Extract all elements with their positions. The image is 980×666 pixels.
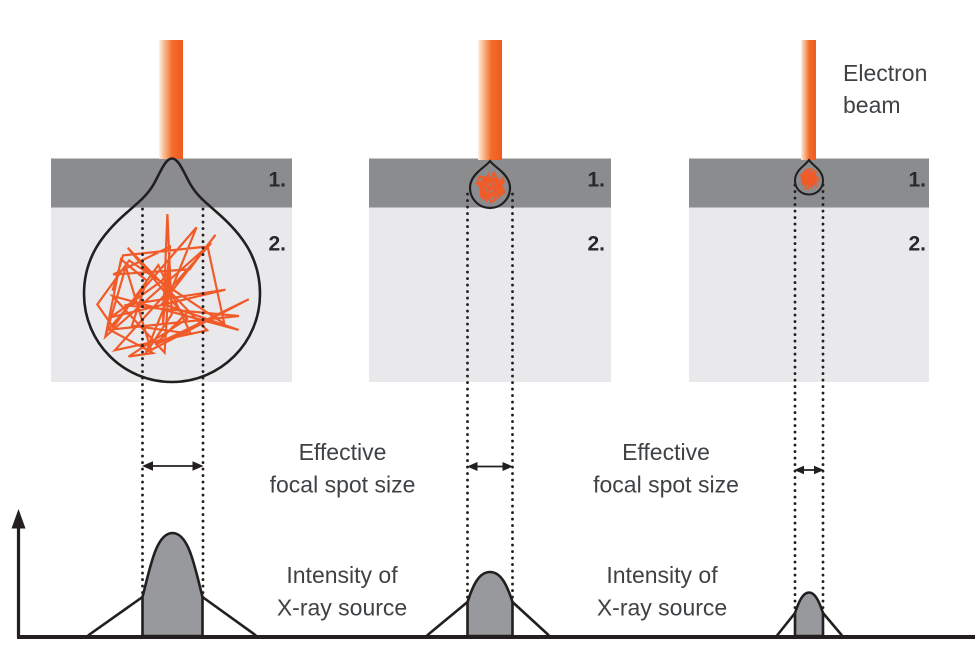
focal-spot-arrow-3 — [794, 465, 824, 475]
intensity-peak-fill — [141, 531, 204, 638]
arrowhead-right — [814, 465, 824, 475]
effective-focal-spot-label-2-line2: focal spot size — [593, 472, 739, 498]
panel-1-layer-1-label: 1. — [268, 169, 286, 192]
intensity-flank-right — [201, 595, 257, 637]
intensity-label-2-line2: X-ray source — [597, 595, 727, 621]
panel-1-layer-1 — [51, 158, 292, 208]
arrowhead-left — [794, 465, 804, 475]
intensity-flank-left — [426, 600, 469, 637]
interaction-volume-3 — [793, 158, 825, 196]
panel-2-layer-2-label: 2. — [587, 233, 605, 256]
y-axis-arrowhead — [11, 509, 26, 529]
focal-spot-arrow-1 — [142, 461, 204, 471]
electron-beam-label-line2: beam — [843, 92, 901, 118]
intensity-label-1-line1: Intensity of — [286, 562, 398, 588]
intensity-flank-left — [775, 612, 797, 637]
intensity-flank-right — [822, 612, 843, 637]
scatter-tracks-3 — [799, 167, 820, 191]
intensity-axis — [11, 509, 975, 639]
intensity-flank-right — [511, 601, 550, 637]
intensity-label-1-line2: X-ray source — [277, 595, 407, 621]
scatter-scribble — [474, 170, 507, 204]
intensity-profile-3 — [775, 591, 843, 638]
arrowhead-left — [142, 461, 153, 471]
arrowhead-right — [502, 462, 513, 471]
electron-beam-3 — [801, 40, 816, 160]
arrowhead-right — [192, 461, 204, 471]
intensity-peak-fill — [793, 591, 825, 638]
panel-2-layer-2 — [369, 207, 611, 382]
panel-2-target — [369, 158, 611, 382]
interaction-volume-2 — [468, 159, 512, 210]
intensity-peak-fill — [466, 570, 514, 638]
effective-focal-spot-label-1-line2: focal spot size — [270, 472, 416, 498]
electron-beam-label-line1: Electron — [843, 60, 927, 86]
projection-lines — [141, 183, 825, 612]
panel-3-layer-1-label: 1. — [908, 169, 926, 192]
intensity-profile-1 — [87, 531, 257, 638]
scatter-tracks-1 — [95, 214, 250, 358]
intensity-label-2-line1: Intensity of — [606, 562, 718, 588]
arrowhead-left — [467, 462, 478, 471]
electron-beam-1 — [159, 40, 183, 159]
interaction-volume-1 — [82, 157, 262, 384]
panel-2-layer-1-label: 1. — [587, 169, 605, 192]
focal-spot-arrow-2 — [467, 462, 513, 471]
panel-3-layer-2 — [689, 207, 929, 382]
effective-focal-spot-label-1-line1: Effective — [299, 439, 387, 465]
panel-1-layer-2-label: 2. — [268, 233, 286, 256]
scatter-scribble — [799, 167, 820, 191]
electron-beam-2 — [478, 40, 502, 160]
effective-focal-spot-label-2-line1: Effective — [622, 439, 710, 465]
panel-3-layer-2-label: 2. — [908, 233, 926, 256]
scatter-tracks-2 — [474, 170, 507, 204]
intensity-flank-left — [87, 595, 144, 637]
panel-3-target — [689, 158, 929, 382]
scatter-scribble — [95, 214, 250, 358]
intensity-profile-2 — [426, 570, 550, 638]
